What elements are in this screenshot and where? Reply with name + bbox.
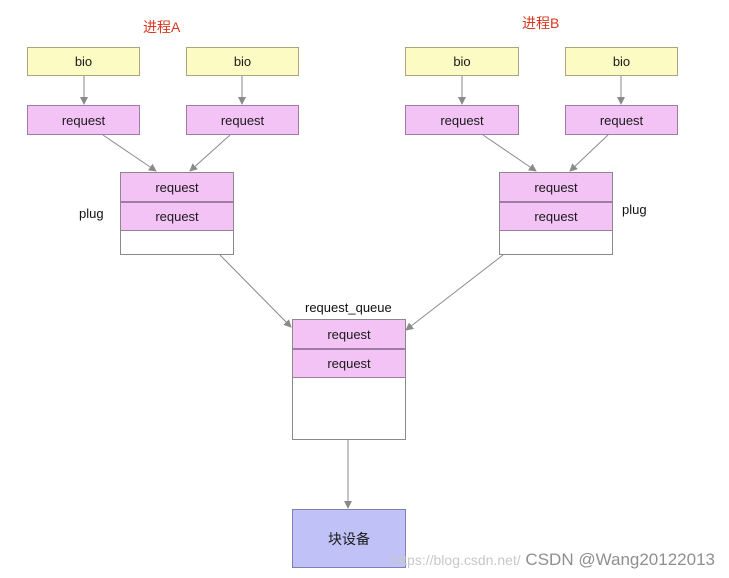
arrow-a-request2-to-plug — [189, 134, 231, 172]
watermark-main: CSDN @Wang20122013 — [525, 550, 715, 569]
arrow-b-request1-to-plug — [482, 134, 537, 172]
watermark: https://blog.csdn.net/ CSDN @Wang2012201… — [391, 550, 715, 570]
block-device: 块设备 — [292, 509, 406, 568]
request-queue: request request — [292, 319, 406, 440]
plug-a: request request — [120, 172, 234, 255]
plug-b-request-1: request — [500, 173, 612, 202]
plug-b-request-2: request — [500, 202, 612, 231]
arrow-plug-b-to-queue — [405, 254, 504, 331]
arrow-b-request2-to-plug — [569, 134, 609, 172]
plug-b: request request — [499, 172, 613, 255]
arrow-a-request1-to-plug — [102, 134, 157, 172]
plug-a-label: plug — [79, 206, 104, 221]
process-b-request-1: request — [405, 105, 519, 135]
process-b-bio-1: bio — [405, 47, 519, 76]
request-queue-label: request_queue — [305, 300, 392, 315]
request-queue-request-1: request — [293, 320, 405, 349]
process-a-request-2: request — [186, 105, 299, 135]
process-b-bio-2: bio — [565, 47, 678, 76]
request-queue-request-2: request — [293, 349, 405, 378]
process-b-request-2: request — [565, 105, 678, 135]
plug-a-request-1: request — [121, 173, 233, 202]
process-a-request-1: request — [27, 105, 140, 135]
process-a-title: 进程A — [143, 19, 181, 35]
watermark-url: https://blog.csdn.net/ — [391, 552, 521, 568]
plug-a-request-2: request — [121, 202, 233, 231]
plug-b-label: plug — [622, 202, 647, 217]
arrow-plug-a-to-queue — [219, 254, 292, 328]
process-b-title: 进程B — [522, 15, 560, 31]
process-a-bio-1: bio — [27, 47, 140, 76]
process-a-bio-2: bio — [186, 47, 299, 76]
